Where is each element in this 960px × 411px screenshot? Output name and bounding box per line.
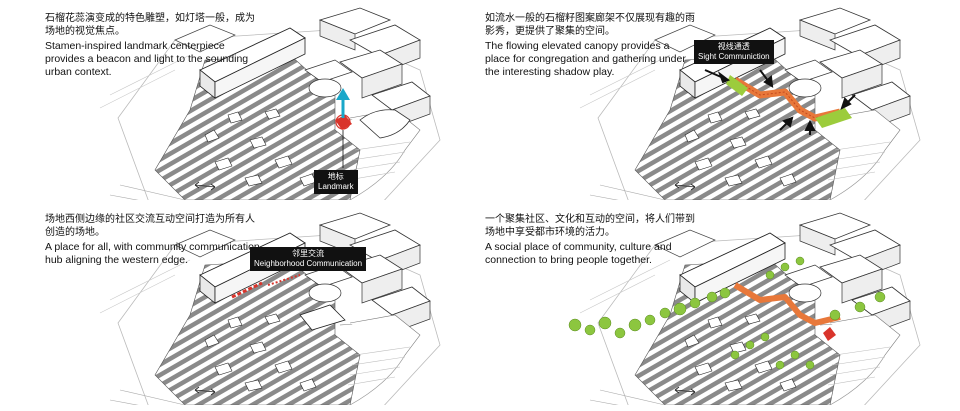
panel-social: 一个聚集社区、文化和互动的空间，将人们带到场地中享受都市环境的活力。 A soc… bbox=[480, 205, 950, 405]
panel-canopy: 如流水一般的石榴籽图案廊架不仅展现有趣的雨影秀，更提供了聚集的空间。 The f… bbox=[480, 0, 950, 200]
panel-community: 场地西侧边缘的社区交流互动空间打造为所有人创造的场地。 A place for … bbox=[0, 205, 470, 405]
canopy-diagram bbox=[579, 7, 921, 200]
caption-zh: 场地西侧边缘的社区交流互动空间打造为所有人创造的场地。 bbox=[45, 214, 255, 238]
label-neighborhood-communication: 邻里交流 Neighborhood Communication bbox=[250, 247, 367, 271]
label-zh: 邻里交流 bbox=[292, 249, 325, 258]
caption-zh: 如流水一般的石榴籽图案廊架不仅展现有趣的雨影秀，更提供了聚集的空间。 bbox=[485, 13, 695, 37]
caption-en: Stamen-inspired landmark centerpiece pro… bbox=[45, 40, 249, 78]
elevated-canopy bbox=[726, 75, 852, 128]
panel-landmark: 石榴花蕊演变成的特色雕塑，如灯塔一般，成为场地的视觉焦点。 Stamen-ins… bbox=[0, 0, 470, 200]
caption-en: A social place of community, culture and… bbox=[485, 241, 672, 266]
sight-arrows bbox=[704, 69, 856, 135]
label-zh: 视线通透 bbox=[717, 42, 750, 51]
social-diagram bbox=[568, 212, 921, 405]
label-landmark: 地标 Landmark bbox=[314, 170, 358, 194]
landmark-diagram bbox=[99, 7, 441, 200]
label-zh: 地标 bbox=[327, 172, 344, 181]
canopy-overlay bbox=[733, 282, 841, 326]
community-hub bbox=[231, 274, 346, 331]
label-en: Neighborhood Communication bbox=[254, 259, 363, 268]
tree-cluster bbox=[568, 256, 886, 370]
caption-community: 场地西侧边缘的社区交流互动空间打造为所有人创造的场地。 A place for … bbox=[45, 213, 260, 267]
landmark-sculpture bbox=[335, 88, 352, 130]
caption-zh: 石榴花蕊演变成的特色雕塑，如灯塔一般，成为场地的视觉焦点。 bbox=[45, 13, 255, 37]
label-en: Landmark bbox=[318, 182, 354, 191]
caption-social: 一个聚集社区、文化和互动的空间，将人们带到场地中享受都市环境的活力。 A soc… bbox=[485, 213, 695, 267]
label-en: Sight Communiction bbox=[698, 52, 770, 61]
caption-canopy: 如流水一般的石榴籽图案廊架不仅展现有趣的雨影秀，更提供了聚集的空间。 The f… bbox=[485, 12, 695, 79]
landmark-sculpture bbox=[823, 327, 836, 341]
caption-zh: 一个聚集社区、文化和互动的空间，将人们带到场地中享受都市环境的活力。 bbox=[485, 214, 695, 238]
caption-en: The flowing elevated canopy provides a p… bbox=[485, 40, 686, 78]
caption-landmark: 石榴花蕊演变成的特色雕塑，如灯塔一般，成为场地的视觉焦点。 Stamen-ins… bbox=[45, 12, 260, 79]
community-diagram bbox=[99, 212, 441, 405]
caption-en: A place for all, with community communic… bbox=[45, 241, 260, 266]
label-sight-communication: 视线通透 Sight Communiction bbox=[694, 40, 774, 64]
